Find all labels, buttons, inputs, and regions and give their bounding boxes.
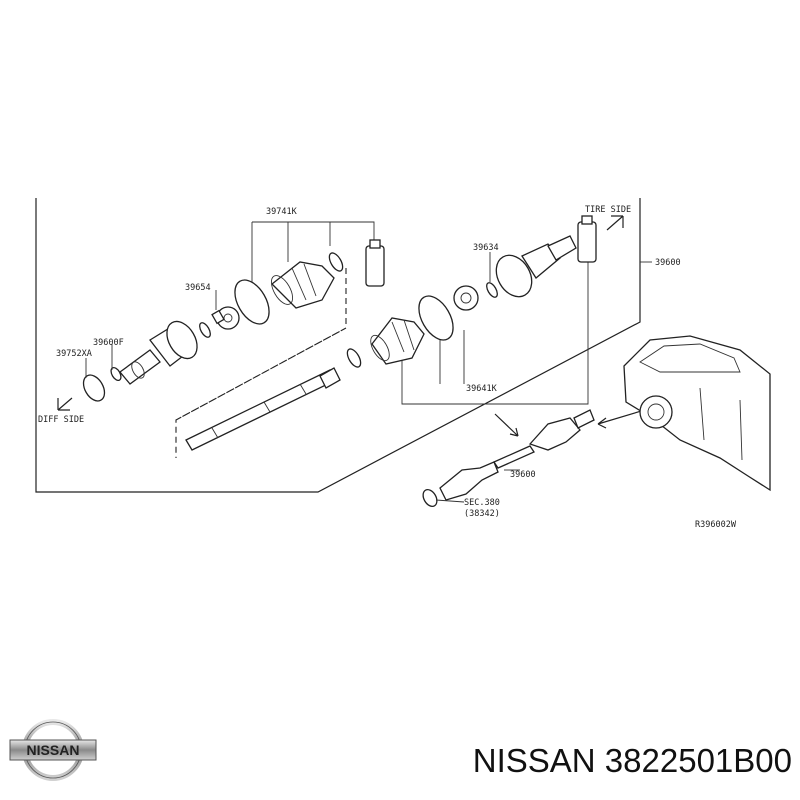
drive-shaft	[185, 367, 341, 451]
shaft-dashed-box	[175, 268, 347, 458]
label-tire-side: TIRE SIDE	[585, 205, 631, 215]
nissan-logo-icon: NISSAN	[9, 719, 97, 781]
diff-side-arrow-icon	[57, 397, 73, 411]
snap-ring-39634	[486, 282, 498, 298]
snap-ring-39600f	[110, 366, 122, 382]
leader-sec380	[435, 499, 465, 503]
bracket-39741k	[251, 221, 375, 282]
outer-joint-housing	[495, 235, 577, 298]
boot-band-small-inner	[328, 252, 344, 272]
car-outline	[623, 335, 771, 492]
label-38342: (38342)	[464, 509, 500, 519]
assembly-overview	[422, 409, 595, 508]
grease-tube-inner	[365, 239, 385, 287]
inner-joint-housing	[119, 320, 198, 385]
grease-tube-outer	[577, 215, 597, 263]
label-39634: 39634	[473, 243, 499, 253]
small-ring-39654	[199, 322, 211, 338]
label-39752xa: 39752XA	[56, 349, 92, 359]
boot-band-small-outer	[346, 348, 362, 368]
inner-boot	[270, 261, 335, 309]
outer-boot	[370, 317, 425, 365]
tire-side-arrow-icon	[606, 215, 624, 231]
seal-ring-39752xa	[82, 374, 106, 402]
label-39600-top: 39600	[655, 258, 681, 268]
logo-text: NISSAN	[27, 742, 80, 758]
label-diff-side: DIFF SIDE	[38, 415, 84, 425]
label-39654: 39654	[185, 283, 211, 293]
label-39600-mid: 39600	[510, 470, 536, 480]
label-39600f: 39600F	[93, 338, 124, 348]
label-ref-code: R396002W	[695, 520, 737, 530]
label-39741k: 39741K	[266, 207, 298, 217]
label-sec380: SEC.380	[464, 498, 500, 508]
diagram-frame	[35, 198, 641, 493]
boot-band-large-outer	[418, 295, 454, 341]
outer-joint-bearing	[453, 285, 479, 311]
part-number-caption: NISSAN 3822501B00	[472, 742, 792, 779]
boot-band-large-inner	[234, 279, 270, 325]
tripod-spider	[211, 306, 240, 330]
label-39641k: 39641K	[466, 384, 498, 394]
